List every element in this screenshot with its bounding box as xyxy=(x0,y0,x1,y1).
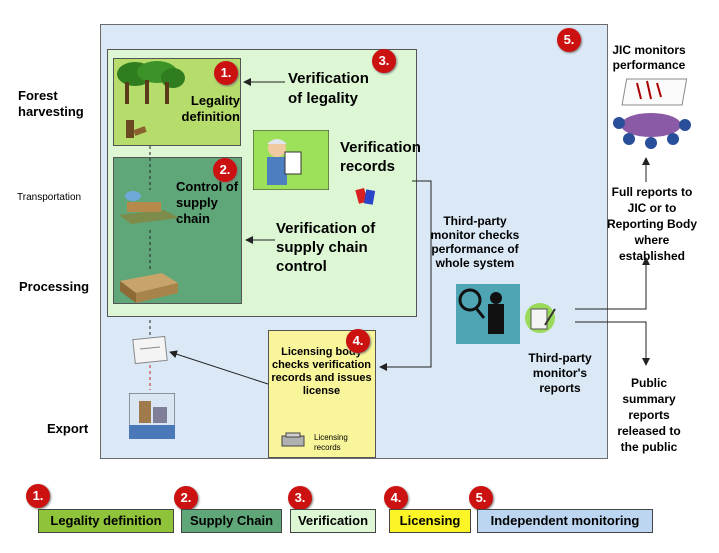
badge-monitoring: 5. xyxy=(557,28,581,52)
legend-badge-5: 5. xyxy=(469,486,493,510)
verification-of-supply-chain-label: Verification of supply chain control xyxy=(276,220,376,275)
stage-forest-harvesting: Forest harvesting xyxy=(18,88,84,119)
forest-trees-icon xyxy=(117,61,185,104)
arrow-records-to-licensing xyxy=(379,180,432,371)
records-books-icon xyxy=(355,187,376,205)
arrow-to-public xyxy=(575,321,650,366)
legend-badge-2: 2. xyxy=(174,486,198,510)
licensing-label: Licensing body checks verification recor… xyxy=(271,346,372,397)
legend-supply-chain: Supply Chain xyxy=(181,509,282,533)
full-reports-label: Full reports to JIC or to Reporting Body… xyxy=(607,185,697,263)
stage-transportation: Transportation xyxy=(17,192,82,203)
badge-legality: 1. xyxy=(214,61,238,85)
third-party-monitor-label: Third-party monitor checks performance o… xyxy=(430,214,520,270)
tree-stump-icon xyxy=(126,120,147,138)
third-party-reports-label: Third-party monitor's reports xyxy=(528,351,592,395)
stage-processing: Processing xyxy=(19,279,90,294)
arrow-to-jic xyxy=(575,257,650,310)
public-reports-label: Public summary reports released to the p… xyxy=(617,376,681,454)
legend-verification: Verification xyxy=(290,509,376,533)
monitor-report-icon xyxy=(525,303,556,333)
stage-export: Export xyxy=(47,421,89,436)
jic-meeting-icon xyxy=(613,78,691,149)
lumber-stack-icon xyxy=(120,273,178,303)
legend-licensing: Licensing xyxy=(389,509,471,533)
legend-badge-4: 4. xyxy=(384,486,408,510)
arrow-licensing-to-export xyxy=(169,350,269,385)
verification-records-label: Verification records xyxy=(340,139,421,175)
licensing-records-icon xyxy=(281,432,305,447)
legend-independent-monitoring: Independent monitoring xyxy=(477,509,653,533)
legend-badge-3: 3. xyxy=(288,486,312,510)
log-transport-icon xyxy=(119,191,179,224)
export-port-icon xyxy=(129,393,175,439)
licensing-records-label: Licensing records xyxy=(314,433,348,452)
badge-licensing: 4. xyxy=(346,329,370,353)
inspector-icon xyxy=(253,130,329,190)
badge-supply-chain: 2. xyxy=(213,158,237,182)
jic-monitors-label: JIC monitors performance xyxy=(612,43,686,72)
third-party-monitor-icon xyxy=(456,284,520,344)
legend-badge-1: 1. xyxy=(26,484,50,508)
legality-definition-label: Legality definition xyxy=(181,93,241,124)
legend-legality-definition: Legality definition xyxy=(38,509,174,533)
control-of-supply-chain-label: Control of supply chain xyxy=(176,179,239,226)
badge-verification: 3. xyxy=(372,49,396,73)
export-document-icon xyxy=(132,335,168,365)
verification-of-legality-label: Verification of legality xyxy=(288,70,369,107)
